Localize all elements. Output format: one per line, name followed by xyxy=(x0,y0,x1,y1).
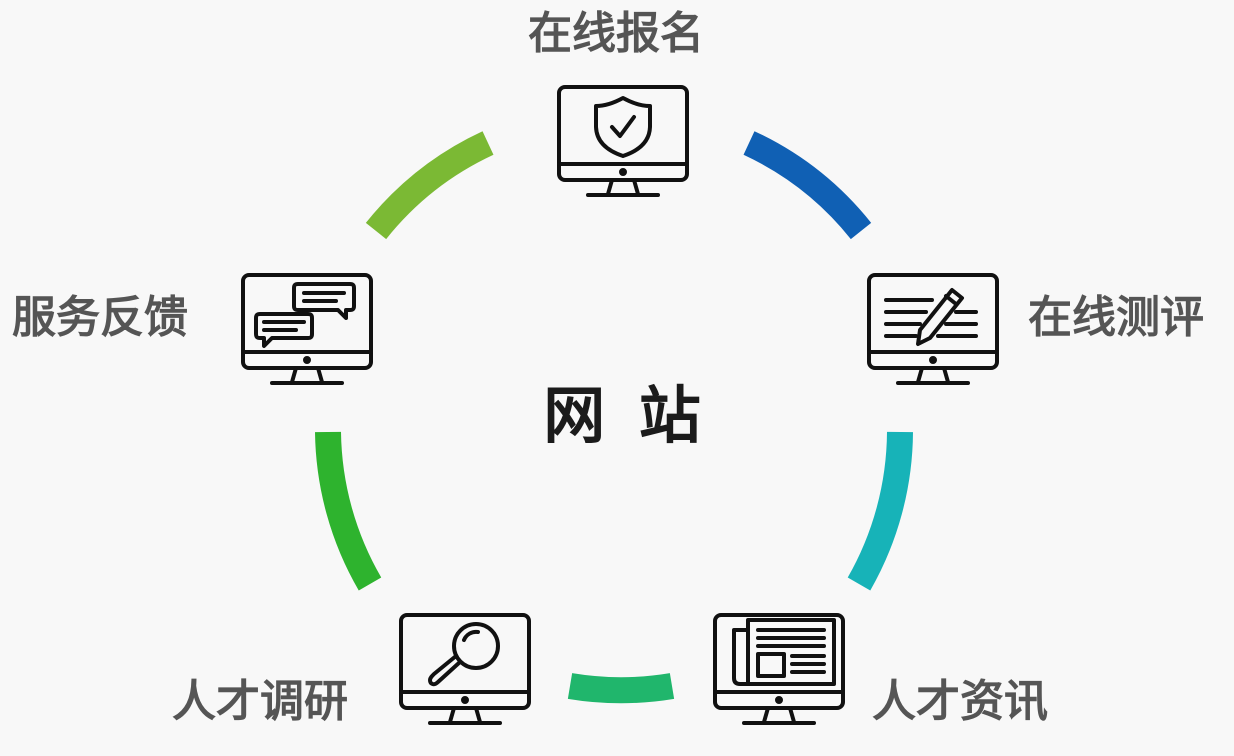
magnifier-monitor-icon xyxy=(399,613,531,725)
arc-right xyxy=(847,431,913,591)
node-label-online-registration: 在线报名 xyxy=(528,8,704,59)
chat-bubbles-monitor-icon xyxy=(241,273,373,385)
node-label-service-feedback: 服务反馈 xyxy=(12,292,188,343)
pencil-document-monitor-icon xyxy=(867,273,999,385)
center-title: 网 站 xyxy=(543,379,707,452)
arc-left xyxy=(315,431,382,591)
node-label-online-assessment: 在线测评 xyxy=(1028,292,1204,343)
arc-bottom xyxy=(567,673,675,704)
arc-top-left xyxy=(365,131,494,240)
node-label-talent-research: 人才调研 xyxy=(172,676,348,727)
arc-top-right xyxy=(743,131,872,240)
newspaper-monitor-icon xyxy=(713,613,845,725)
shield-check-monitor-icon xyxy=(557,85,689,197)
node-label-talent-news: 人才资讯 xyxy=(872,676,1048,727)
